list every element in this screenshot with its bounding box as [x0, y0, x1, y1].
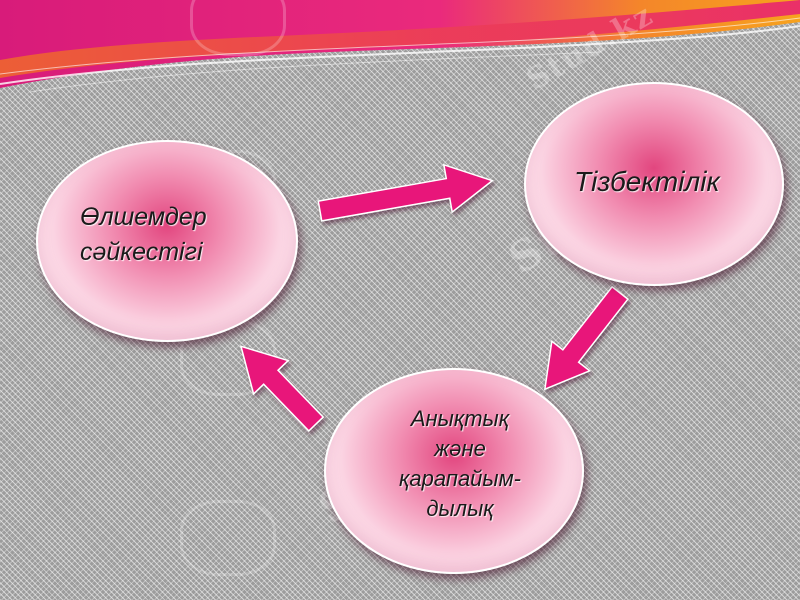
arrow-down-left [543, 285, 629, 391]
node-clarity-label-line: Анықтық [410, 406, 510, 431]
node-clarity-label: Анықтық және қарапайым- дылық [380, 404, 540, 524]
node-clarity-label-line: және [434, 436, 486, 461]
arrow-right [317, 163, 494, 222]
node-measures-label-line: Өлшемдер [80, 203, 207, 231]
node-clarity [324, 368, 584, 574]
node-measures [36, 140, 298, 342]
node-clarity-label-line: дылық [426, 496, 494, 521]
node-clarity-label-line: қарапайым- [398, 466, 522, 491]
node-sequence [524, 82, 784, 286]
watermark-bird-icon [190, 0, 286, 56]
arrow-up-left [239, 345, 325, 433]
node-sequence-label: Тізбектілік [574, 166, 720, 197]
node-measures-label: Өлшемдер сәйкестігі [80, 200, 207, 270]
watermark-bird-icon [180, 500, 276, 576]
node-measures-label-line: сәйкестігі [80, 238, 203, 266]
